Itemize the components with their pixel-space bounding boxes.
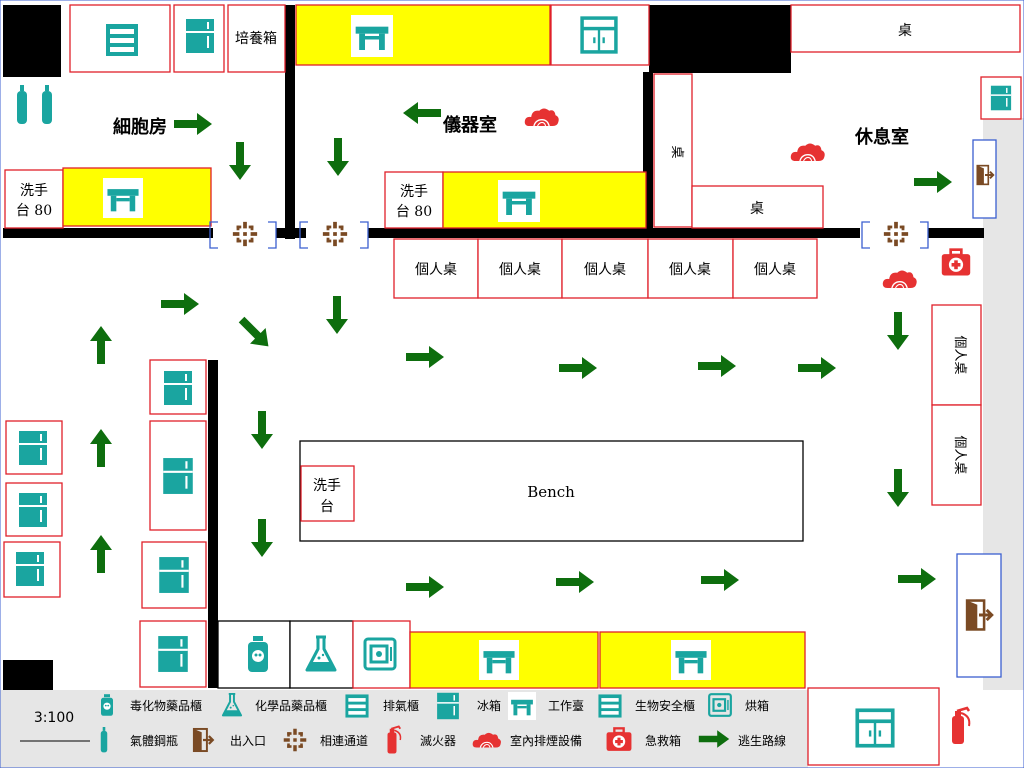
escape-arrow-icon <box>406 576 444 598</box>
biosafety-cabinet-icon <box>854 707 896 749</box>
escape-arrow-icon <box>701 569 739 591</box>
first-aid-icon[interactable] <box>940 248 972 277</box>
legend-label: 生物安全櫃 <box>635 698 695 713</box>
escape-arrow-icon <box>403 102 441 124</box>
connecting-passage-icon[interactable] <box>232 221 258 247</box>
legend-label: 烘箱 <box>745 698 769 713</box>
escape-arrow-icon <box>898 568 936 590</box>
connecting-passage-icon[interactable] <box>883 221 909 247</box>
gas-cylinder-icon <box>42 85 52 124</box>
personal-desk-label: 個人桌 <box>415 262 457 278</box>
personal-desk-label: 個人桌 <box>584 262 626 278</box>
biosafety-cabinet-icon <box>579 15 619 55</box>
fire-extinguisher-icon[interactable] <box>950 706 971 746</box>
personal-desk-label: 個人桌 <box>499 262 541 278</box>
exhaust-icon <box>790 142 826 162</box>
lounge: 桌 桌 休息室 桌 <box>653 4 1022 229</box>
escape-arrow-icon <box>229 142 251 180</box>
legend-label: 工作臺 <box>548 698 584 713</box>
fridge-icon <box>158 556 190 594</box>
fridge-icon <box>990 85 1012 111</box>
cell-room: 培養箱 細胞房 洗手 台 80 <box>4 4 286 229</box>
gas-cylinder-icon <box>17 85 27 124</box>
fridge-icon <box>18 430 48 466</box>
legend-label: 滅火器 <box>420 734 456 748</box>
escape-arrow-icon <box>326 296 348 334</box>
exhaust-icon <box>524 107 560 127</box>
exhaust-icon <box>882 269 918 289</box>
fridge-icon <box>15 551 45 587</box>
escape-arrow-icon <box>559 357 597 379</box>
legend-label: 毒化物藥品櫃 <box>130 699 202 713</box>
legend-label: 排氣櫃 <box>383 699 419 713</box>
fridge-icon <box>185 18 215 54</box>
workstation-icon <box>103 178 143 218</box>
escape-arrow-icon <box>887 469 909 507</box>
workstation-icon <box>508 692 536 720</box>
sink-label: 洗手 <box>20 183 48 199</box>
connecting-passages <box>209 221 929 249</box>
escape-arrow-icon <box>406 346 444 368</box>
sink-label: 洗手 <box>313 478 341 494</box>
table-label: 桌 <box>898 23 912 39</box>
main-lab: 個人桌 個人桌 個人桌 個人桌 個人桌 個人桌 個人桌 <box>3 238 1002 766</box>
connecting-passage-icon[interactable] <box>322 221 348 247</box>
escape-arrow-icon <box>251 411 273 449</box>
sink-label: 台 <box>320 499 334 515</box>
fridge-icon <box>436 692 460 720</box>
escape-arrow-icon <box>698 355 736 377</box>
workstation-icon <box>671 640 711 680</box>
incubator-label: 培養箱 <box>235 30 277 47</box>
workstation-icon <box>498 180 540 222</box>
room-name: 休息室 <box>854 126 909 148</box>
legend-label: 室內排煙設備 <box>510 733 582 748</box>
escape-arrow-icon <box>161 293 199 315</box>
personal-desk-label: 個人桌 <box>669 262 711 278</box>
table-label: 桌 <box>669 145 684 158</box>
biosafety-cabinet-icon <box>598 694 622 718</box>
legend-label: 出入口 <box>230 734 266 748</box>
legend-label: 氣體鋼瓶 <box>130 734 178 748</box>
legend: 3:100 毒化物藥品櫃 化學品藥品櫃 排氣櫃 冰箱 工作臺 生物安全櫃 烘箱 … <box>20 692 786 755</box>
instrument-room: 儀器室 洗手 台 80 <box>295 4 650 229</box>
room-name: 儀器室 <box>442 114 497 136</box>
escape-arrow-icon <box>914 171 952 193</box>
escape-arrow-icon <box>251 519 273 557</box>
table-label: 桌 <box>750 201 764 217</box>
fume-hood-icon <box>345 694 369 718</box>
scale-label: 3:100 <box>34 710 74 726</box>
sink-label: 洗手 <box>400 184 428 200</box>
escape-arrow-icon <box>90 429 112 467</box>
personal-desk-label: 個人桌 <box>952 435 967 474</box>
workstation-icon <box>351 15 393 57</box>
escape-arrow-icon <box>887 312 909 350</box>
escape-arrow-icon <box>327 138 349 176</box>
bench-label: Bench <box>527 483 575 501</box>
fridge-icon <box>157 635 189 673</box>
legend-label: 化學品藥品櫃 <box>255 699 327 713</box>
personal-desk-label: 個人桌 <box>952 335 967 374</box>
fridge-icon <box>18 492 48 528</box>
personal-desk-label: 個人桌 <box>754 262 796 278</box>
fridge-icon <box>162 457 194 495</box>
workstation-icon <box>479 640 519 680</box>
escape-arrow-icon <box>90 535 112 573</box>
escape-arrow-icon <box>90 326 112 364</box>
escape-arrow-icon <box>174 113 212 135</box>
room-name: 細胞房 <box>113 116 167 138</box>
legend-label: 逃生路線 <box>738 733 786 748</box>
legend-label: 急救箱 <box>645 733 681 748</box>
sink-label: 台 80 <box>396 204 432 220</box>
escape-arrow-icon <box>556 571 594 593</box>
escape-arrow-icon <box>233 311 277 355</box>
legend-label: 相連通道 <box>320 734 368 748</box>
sink-label: 台 80 <box>16 203 52 219</box>
fume-hood-icon <box>106 24 138 56</box>
walls <box>3 5 984 690</box>
fridge-icon <box>163 370 193 406</box>
escape-arrow-icon <box>798 357 836 379</box>
legend-label: 冰箱 <box>477 698 501 713</box>
